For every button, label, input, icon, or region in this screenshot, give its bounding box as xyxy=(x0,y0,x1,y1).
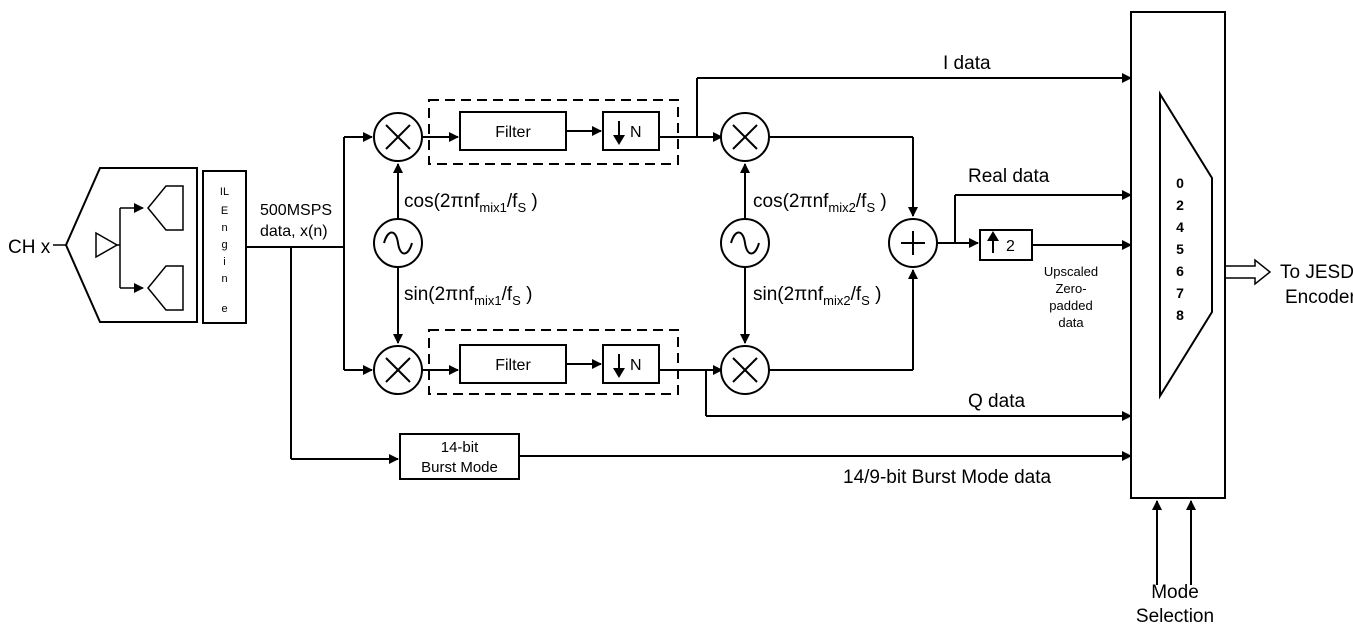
adc-core-bottom xyxy=(147,265,184,311)
svg-text:4: 4 xyxy=(1176,219,1184,235)
decimation-group-i xyxy=(428,99,679,165)
svg-text:Filter: Filter xyxy=(495,357,531,374)
svg-text:N: N xyxy=(630,124,642,141)
svg-text:8: 8 xyxy=(1176,307,1184,323)
il-engine-label: IL E n g i n e xyxy=(220,186,229,315)
decimation-group-q xyxy=(428,329,679,395)
upsampler xyxy=(979,229,1033,261)
svg-text:i: i xyxy=(223,256,225,268)
sin-mix1-label: sin(2πnfmix1/fS ) xyxy=(404,284,532,308)
cos-mix1-label: cos(2πnfmix1/fS ) xyxy=(404,191,538,215)
sample-rate-label: 500MSPS xyxy=(260,202,332,219)
adc-core-top xyxy=(147,185,184,231)
svg-text:2: 2 xyxy=(1176,197,1184,213)
output-label-2: Encoder xyxy=(1285,287,1353,308)
svg-text:Upscaled: Upscaled xyxy=(1044,264,1098,279)
filter-q xyxy=(459,344,567,384)
svg-text:n: n xyxy=(221,273,227,285)
svg-text:padded: padded xyxy=(1049,298,1092,313)
mux-trapezoid xyxy=(1159,90,1213,400)
cos-mix2-label: cos(2πnfmix2/fS ) xyxy=(753,191,887,215)
mode-selection-label-1: Mode xyxy=(1151,582,1199,603)
buffer-amplifier-icon xyxy=(95,231,119,259)
svg-text:2: 2 xyxy=(1006,238,1015,255)
sin-mix2-label: sin(2πnfmix2/fS ) xyxy=(753,284,881,308)
svg-text:Burst Mode: Burst Mode xyxy=(421,459,498,476)
svg-text:14-bit: 14-bit xyxy=(441,439,479,456)
svg-text:data: data xyxy=(1058,315,1084,330)
decimator-i xyxy=(602,111,660,151)
input-label: CH x xyxy=(8,237,51,258)
svg-text:IL: IL xyxy=(220,186,229,198)
svg-text:e: e xyxy=(221,303,227,315)
decimator-q xyxy=(602,344,660,384)
svg-text:E: E xyxy=(221,205,228,217)
upscaled-label: Upscaled Zero- padded data xyxy=(1044,264,1098,330)
mode-selection-label-2: Selection xyxy=(1136,606,1214,627)
svg-text:0: 0 xyxy=(1176,175,1184,191)
svg-text:N: N xyxy=(630,357,642,374)
svg-text:Zero-: Zero- xyxy=(1055,281,1086,296)
il-engine-block xyxy=(202,170,247,324)
mux-mode-list: 0 2 4 5 6 7 8 xyxy=(1176,175,1184,323)
burst-data-label: 14/9-bit Burst Mode data xyxy=(843,467,1051,488)
svg-text:5: 5 xyxy=(1176,241,1184,257)
svg-text:7: 7 xyxy=(1176,285,1184,301)
svg-text:6: 6 xyxy=(1176,263,1184,279)
svg-text:Filter: Filter xyxy=(495,124,531,141)
q-data-label: Q data xyxy=(968,391,1025,412)
svg-text:g: g xyxy=(221,239,227,251)
real-data-label: Real data xyxy=(968,166,1050,187)
output-label-1: To JESD xyxy=(1280,262,1353,283)
burst-mode-block xyxy=(399,433,520,480)
sample-data-label: data, x(n) xyxy=(260,223,328,240)
svg-text:n: n xyxy=(221,222,227,234)
output-mux xyxy=(1130,11,1226,499)
output-arrow-icon xyxy=(1224,258,1272,286)
adc-block xyxy=(64,167,198,323)
i-data-label: I data xyxy=(943,53,991,74)
